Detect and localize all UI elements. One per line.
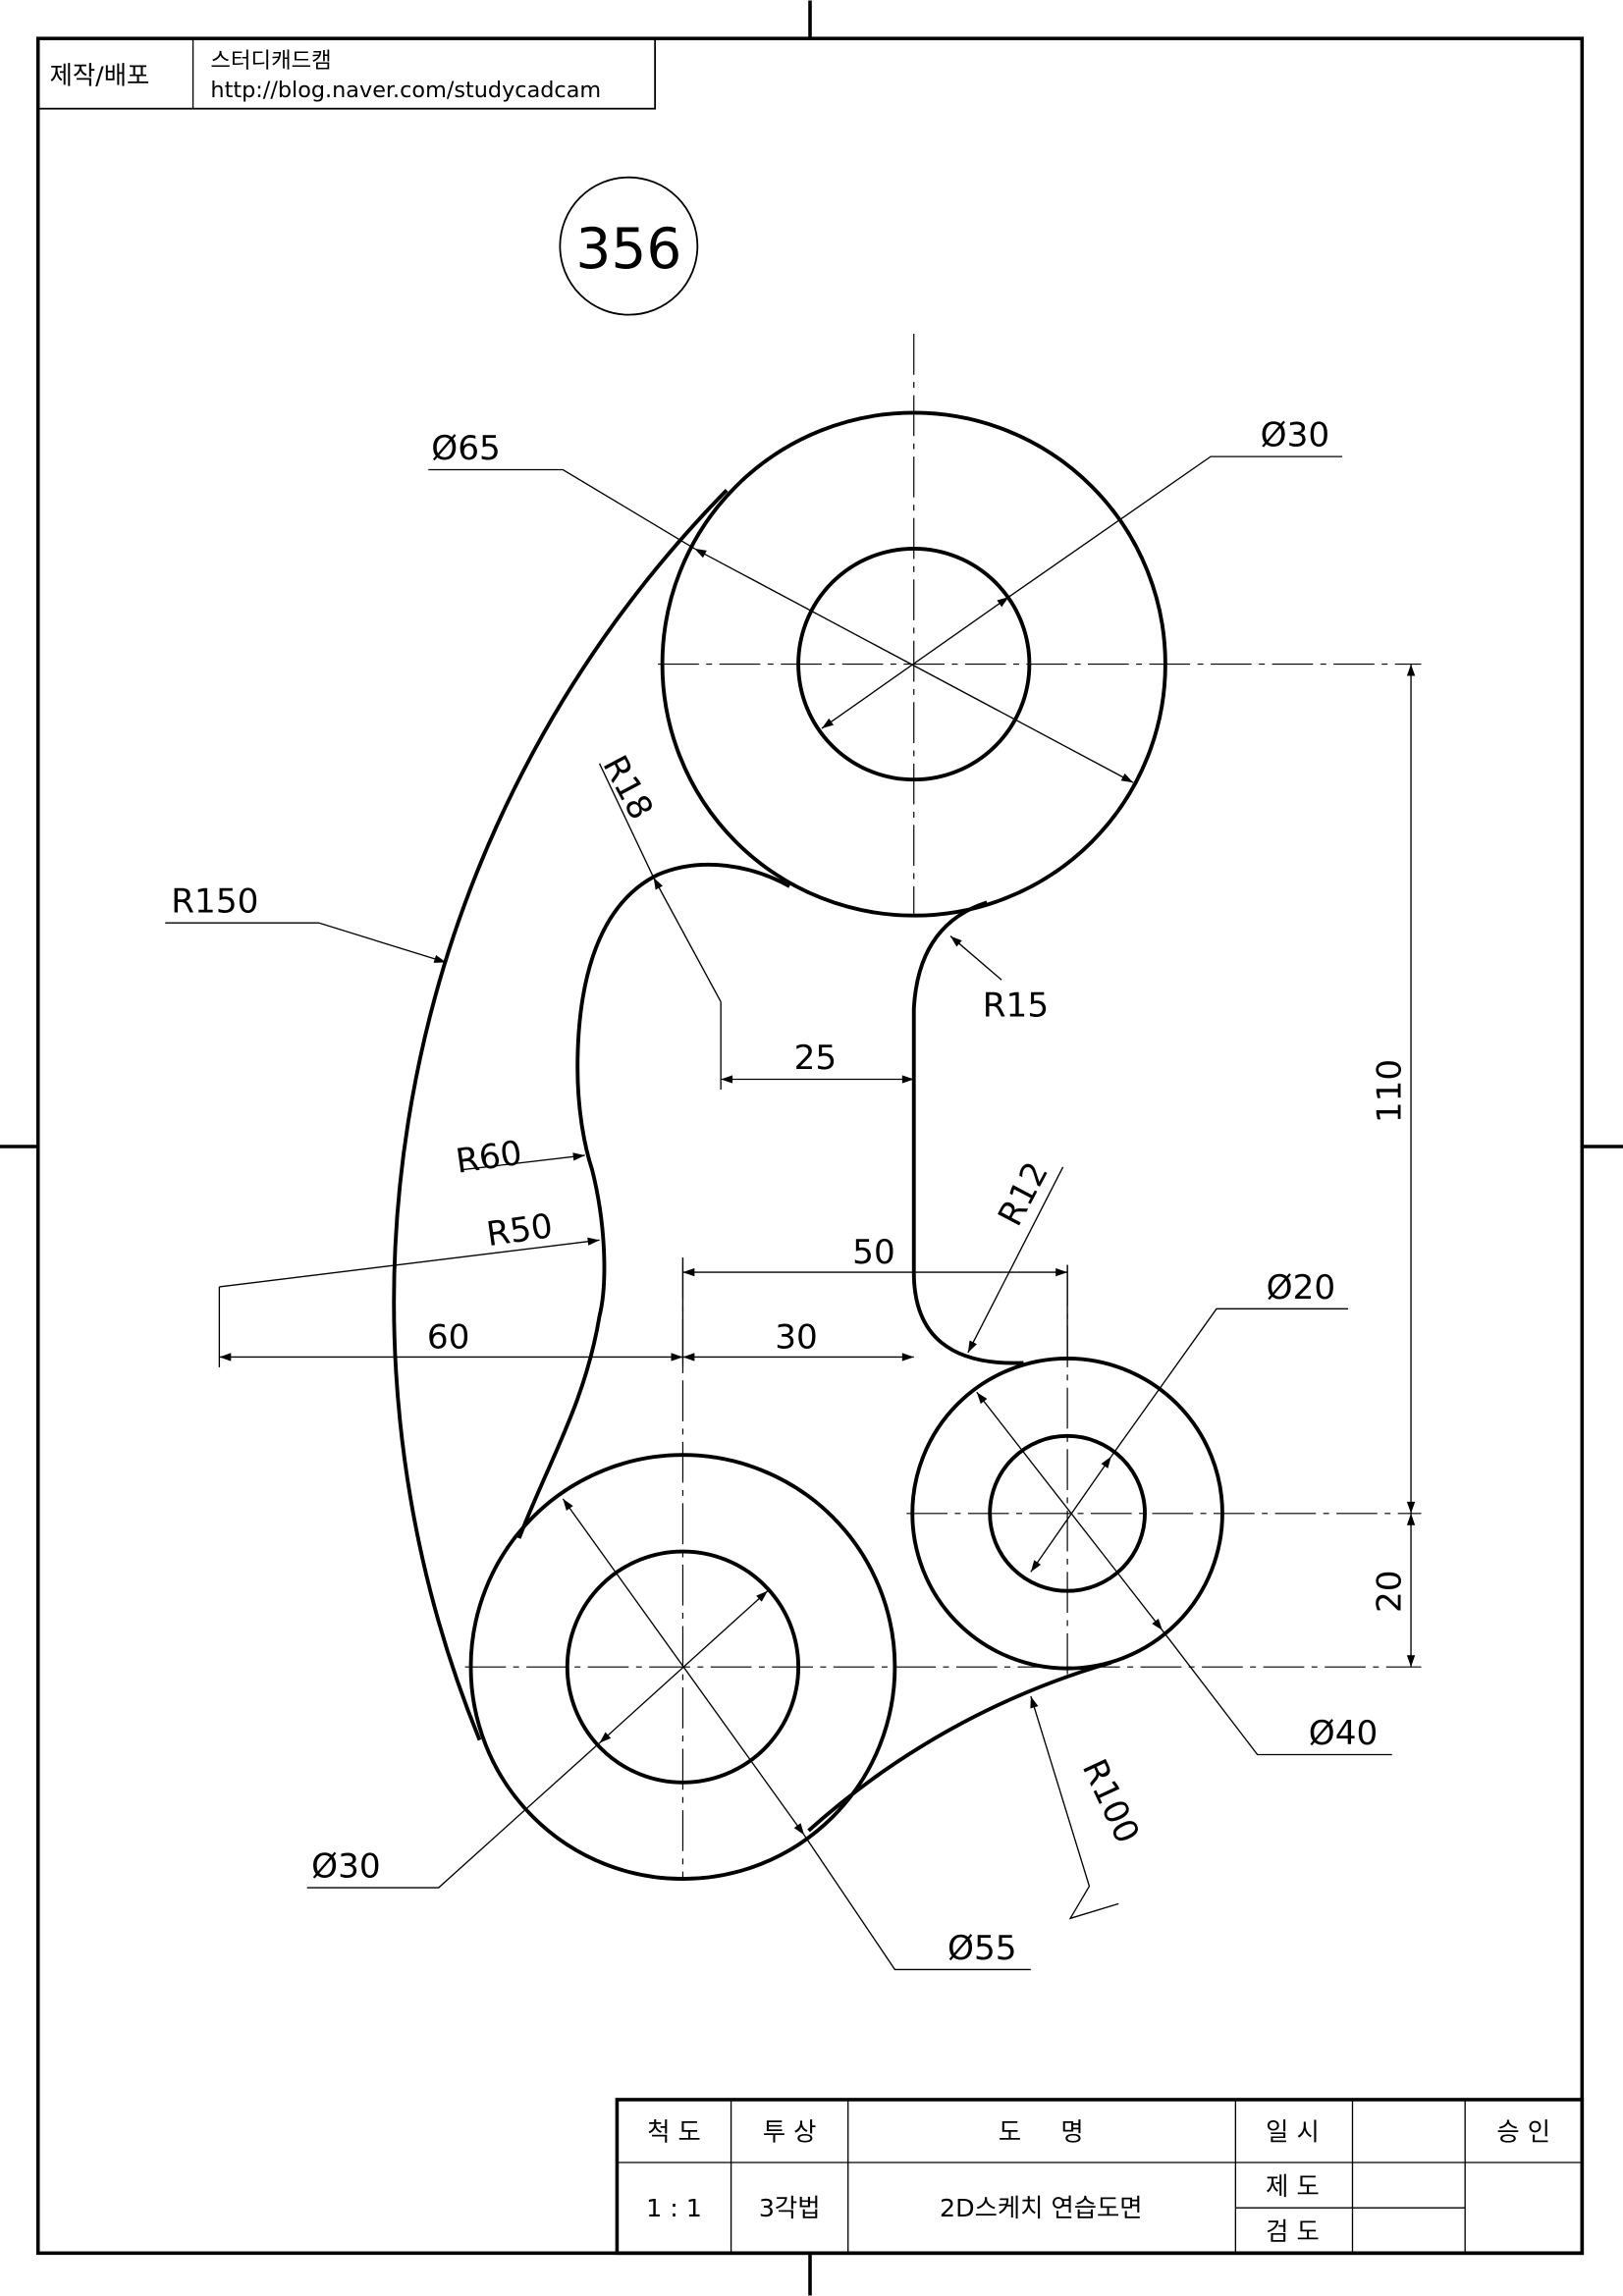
drawing-name-label: 도 명: [999, 2118, 1084, 2147]
dim-20: 20: [1371, 1570, 1410, 1613]
scale-label: 척 도: [647, 2118, 701, 2147]
header-url: http://blog.naver.com/studycadcam: [210, 78, 601, 103]
dim-r100: R100: [1074, 1753, 1147, 1849]
dim-30: 30: [775, 1318, 818, 1358]
dim-dia20: Ø20: [1267, 1268, 1336, 1308]
approval-label: 승 인: [1496, 2118, 1550, 2147]
drafted-label: 제 도: [1266, 2172, 1320, 2201]
header-label: 제작/배포: [50, 61, 150, 89]
drawing-border: [35, 36, 1585, 2256]
drawing-number-circle: [559, 176, 699, 316]
projection-value: 3각법: [759, 2194, 821, 2222]
dimension-lines: [165, 455, 1416, 1971]
center-lines: [464, 334, 1422, 1880]
dim-r150: R150: [171, 882, 258, 922]
dim-50: 50: [852, 1233, 895, 1272]
projection-label: 투 상: [763, 2118, 817, 2147]
dim-r60: R60: [454, 1134, 524, 1182]
dim-r12: R12: [991, 1155, 1056, 1232]
header-author: 스터디캐드캠: [210, 48, 331, 74]
scale-value: 1 : 1: [646, 2194, 702, 2222]
dim-110: 110: [1371, 1059, 1410, 1123]
drawing-number: 356: [575, 217, 681, 282]
dim-dia30-top: Ø30: [1261, 416, 1330, 455]
date-label: 일 시: [1266, 2118, 1320, 2147]
dim-r15: R15: [983, 986, 1049, 1025]
dim-60: 60: [427, 1318, 470, 1358]
title-block: 척 도 투 상 도 명 일 시 승 인 1 : 1 3각법 2D스케치 연습도면…: [615, 2098, 1585, 2256]
header-box: 제작/배포 스터디캐드캠 http://blog.naver.com/study…: [36, 37, 657, 110]
drawing-name: 2D스케치 연습도면: [940, 2194, 1143, 2222]
dim-dia40: Ø40: [1309, 1714, 1379, 1753]
dim-r18: R18: [595, 749, 661, 826]
dim-dia65: Ø65: [431, 429, 501, 468]
dim-r50: R50: [484, 1206, 555, 1255]
dim-dia55: Ø55: [947, 1929, 1017, 1968]
checked-label: 검 도: [1266, 2217, 1320, 2246]
dim-25: 25: [794, 1039, 838, 1078]
dim-dia30-bottom: Ø30: [311, 1847, 381, 1887]
